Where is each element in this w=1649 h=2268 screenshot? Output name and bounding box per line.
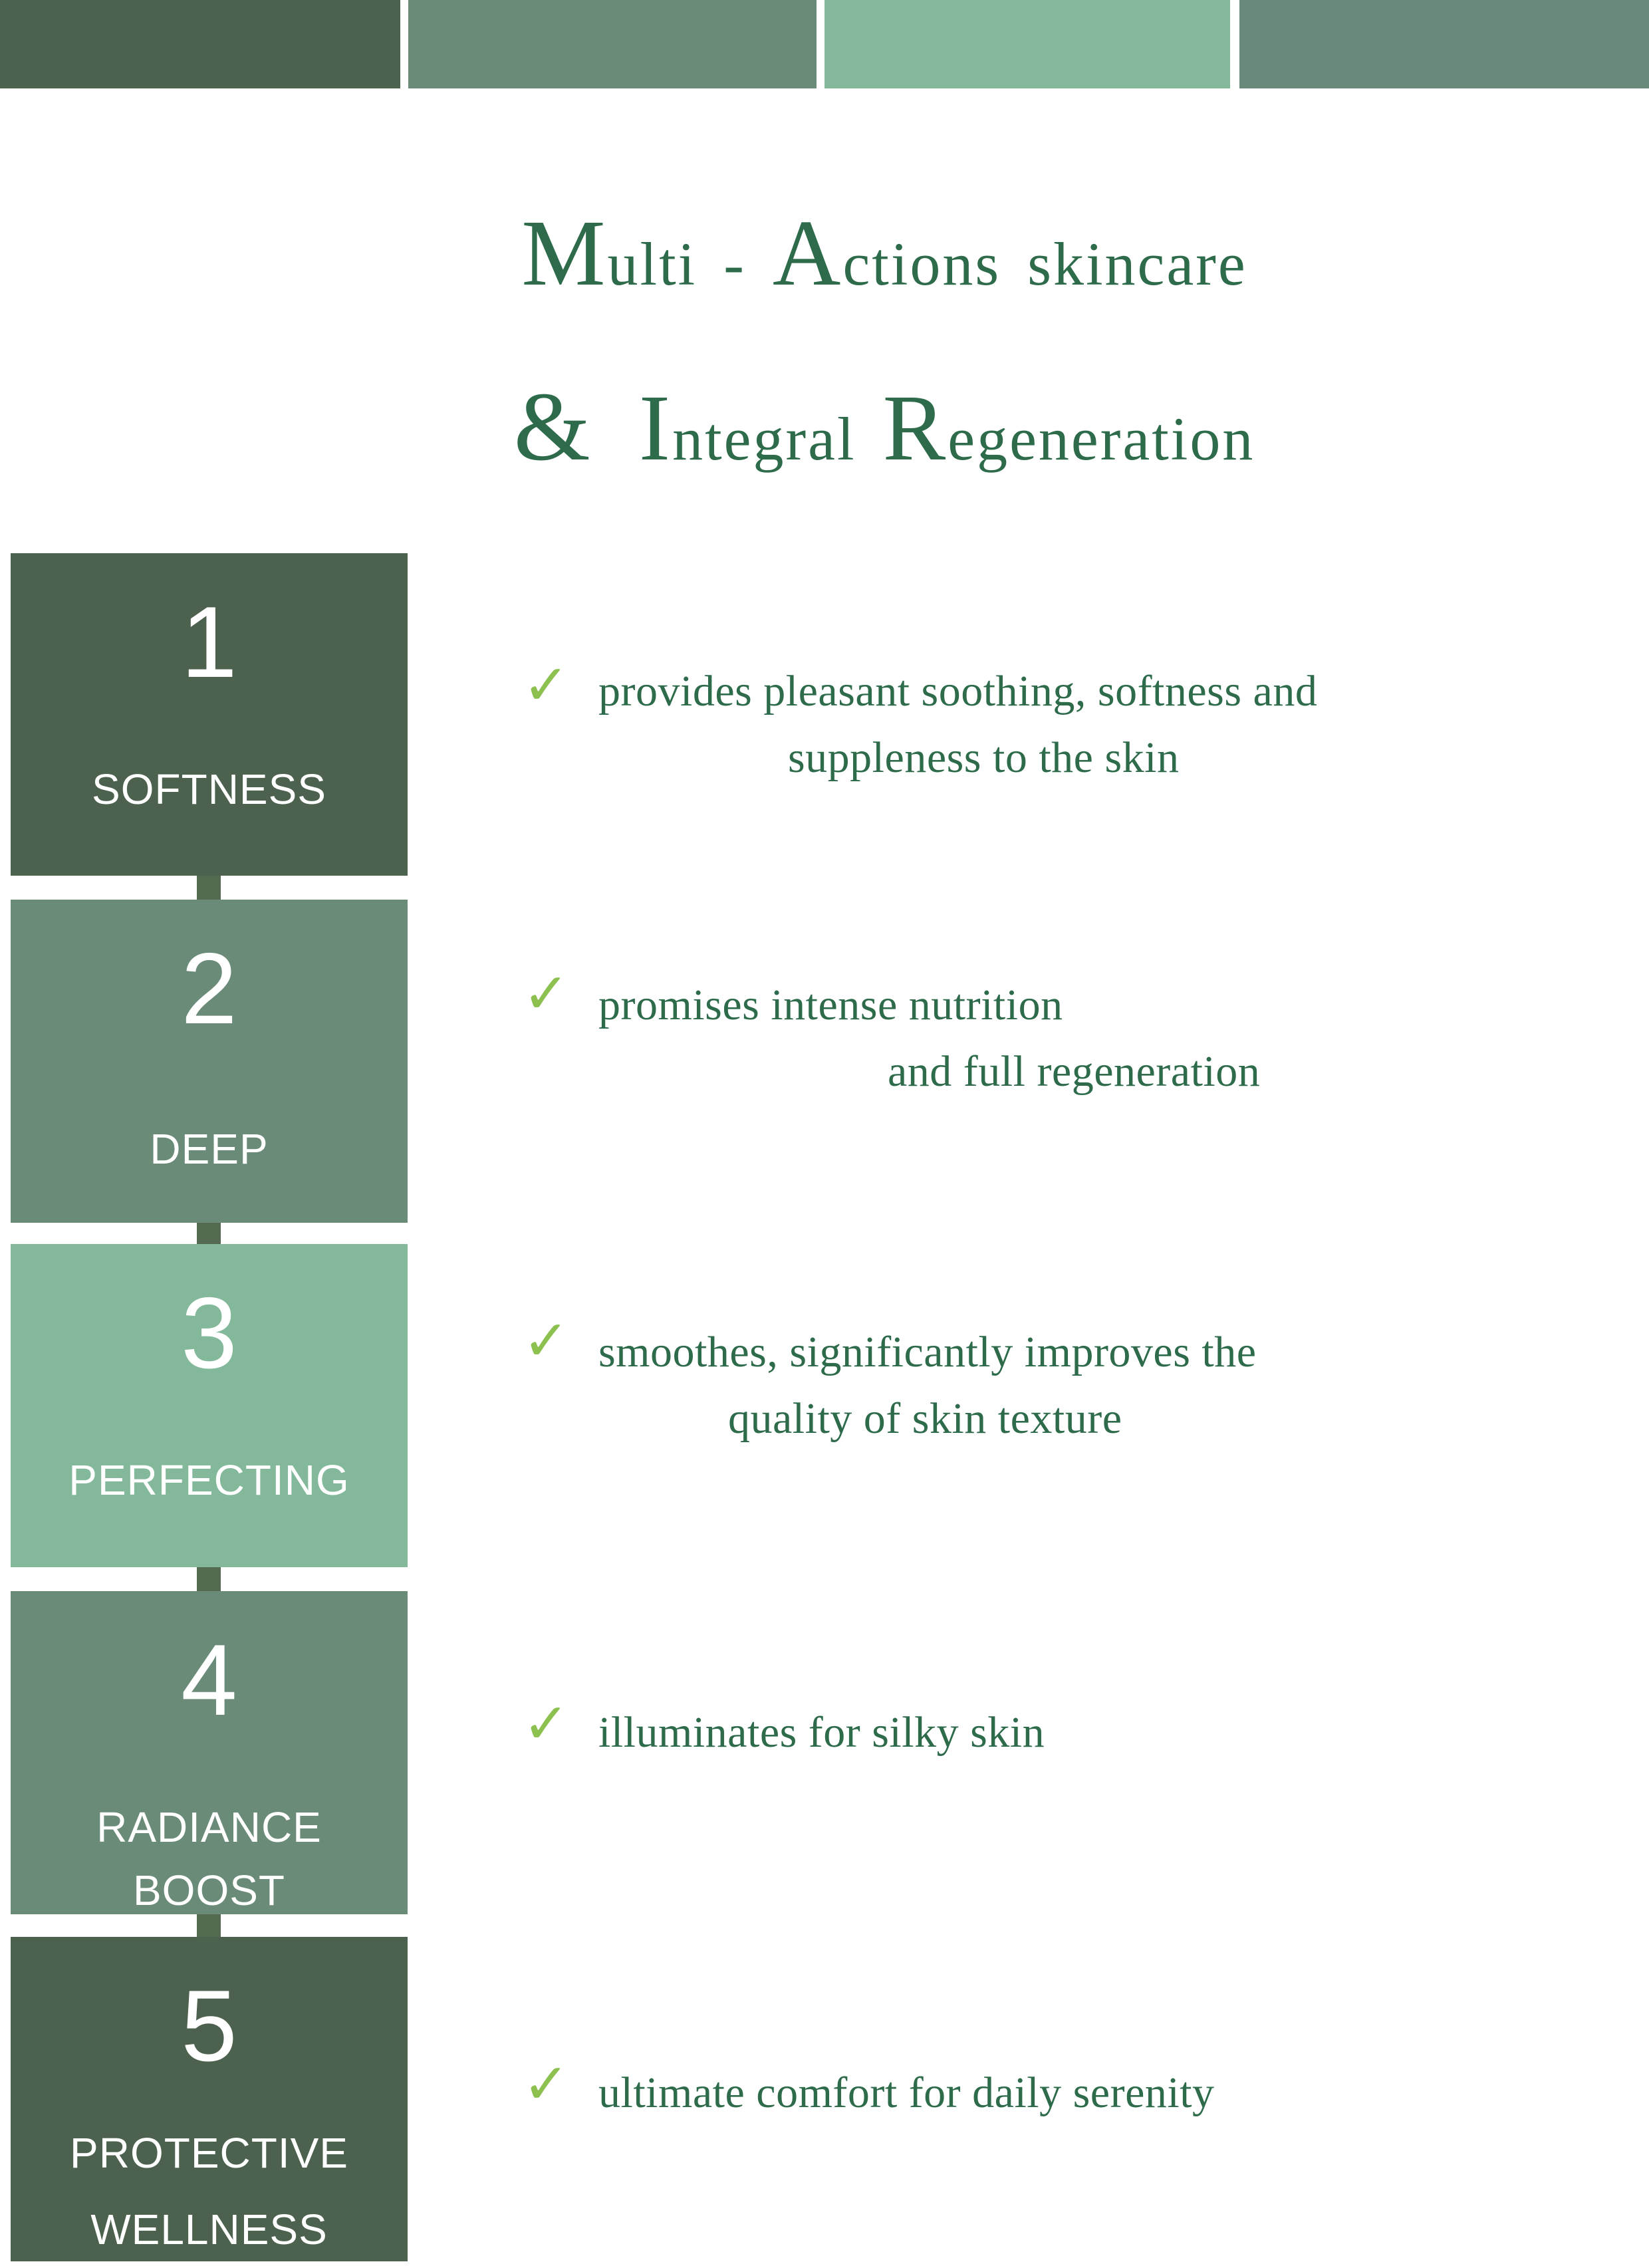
title-initial-r: R [882,375,948,480]
top-bar-block-2 [408,0,817,88]
step-number: 2 [181,932,237,1045]
bullet-item-2: promises intense nutrition and full rege… [598,972,1260,1105]
step-label: DEEP [150,1125,269,1173]
ampersand: & [513,372,592,481]
bullet-line-2: and full regeneration [888,1047,1261,1096]
step-number: 4 [181,1624,237,1737]
bullet-line-1: illuminates for silky skin [598,1708,1045,1757]
bullet-line-2: suppleness to the skin [788,733,1180,782]
step-number: 3 [181,1277,237,1390]
page-title: Multi - Actions skincare &Integral Regen… [412,186,1356,523]
step-number: 1 [181,586,237,699]
step-box-1-softness: 1 SOFTNESS [11,553,408,876]
check-icon: ✓ [523,2051,570,2116]
bullet-item-4: illuminates for silky skin [598,1700,1045,1766]
step-number: 5 [181,1969,237,2082]
step-box-3-perfecting: 3 PERFECTING [11,1244,408,1567]
check-icon: ✓ [523,652,570,717]
bullet-line-1: promises intense nutrition [598,981,1063,1029]
connector-3 [197,1567,221,1591]
check-icon: ✓ [523,961,570,1026]
top-bar-block-1 [0,0,400,88]
bullet-line-1: provides pleasant soothing, softness and [598,667,1318,715]
bullet-line-1: ultimate comfort for daily serenity [598,2069,1215,2117]
check-icon: ✓ [523,1308,570,1373]
step-label: PERFECTING [68,1456,350,1504]
step-label: SOFTNESS [92,765,326,813]
connector-1 [197,876,221,900]
title-line-2: &Integral Regeneration [513,372,1255,481]
check-icon: ✓ [523,1691,570,1756]
bullet-line-1: smoothes, significantly improves the [598,1328,1257,1376]
bullet-item-5: ultimate comfort for daily serenity [598,2060,1215,2126]
step-box-2-deep: 2 DEEP [11,900,408,1223]
title-line-1: Multi - Actions skincare [521,200,1247,305]
title-initial-i: I [638,375,673,480]
bullet-item-3: smoothes, significantly improves the qua… [598,1319,1257,1452]
title-initial-a: A [772,200,843,305]
top-bar-block-4 [1239,0,1649,88]
bullet-item-1: provides pleasant soothing, softness and… [598,658,1317,791]
connector-2 [197,1223,221,1244]
title-initial-m: M [521,200,608,305]
bullet-line-2: quality of skin texture [728,1394,1122,1443]
connector-4 [197,1914,221,1937]
top-bar-block-3 [824,0,1230,88]
